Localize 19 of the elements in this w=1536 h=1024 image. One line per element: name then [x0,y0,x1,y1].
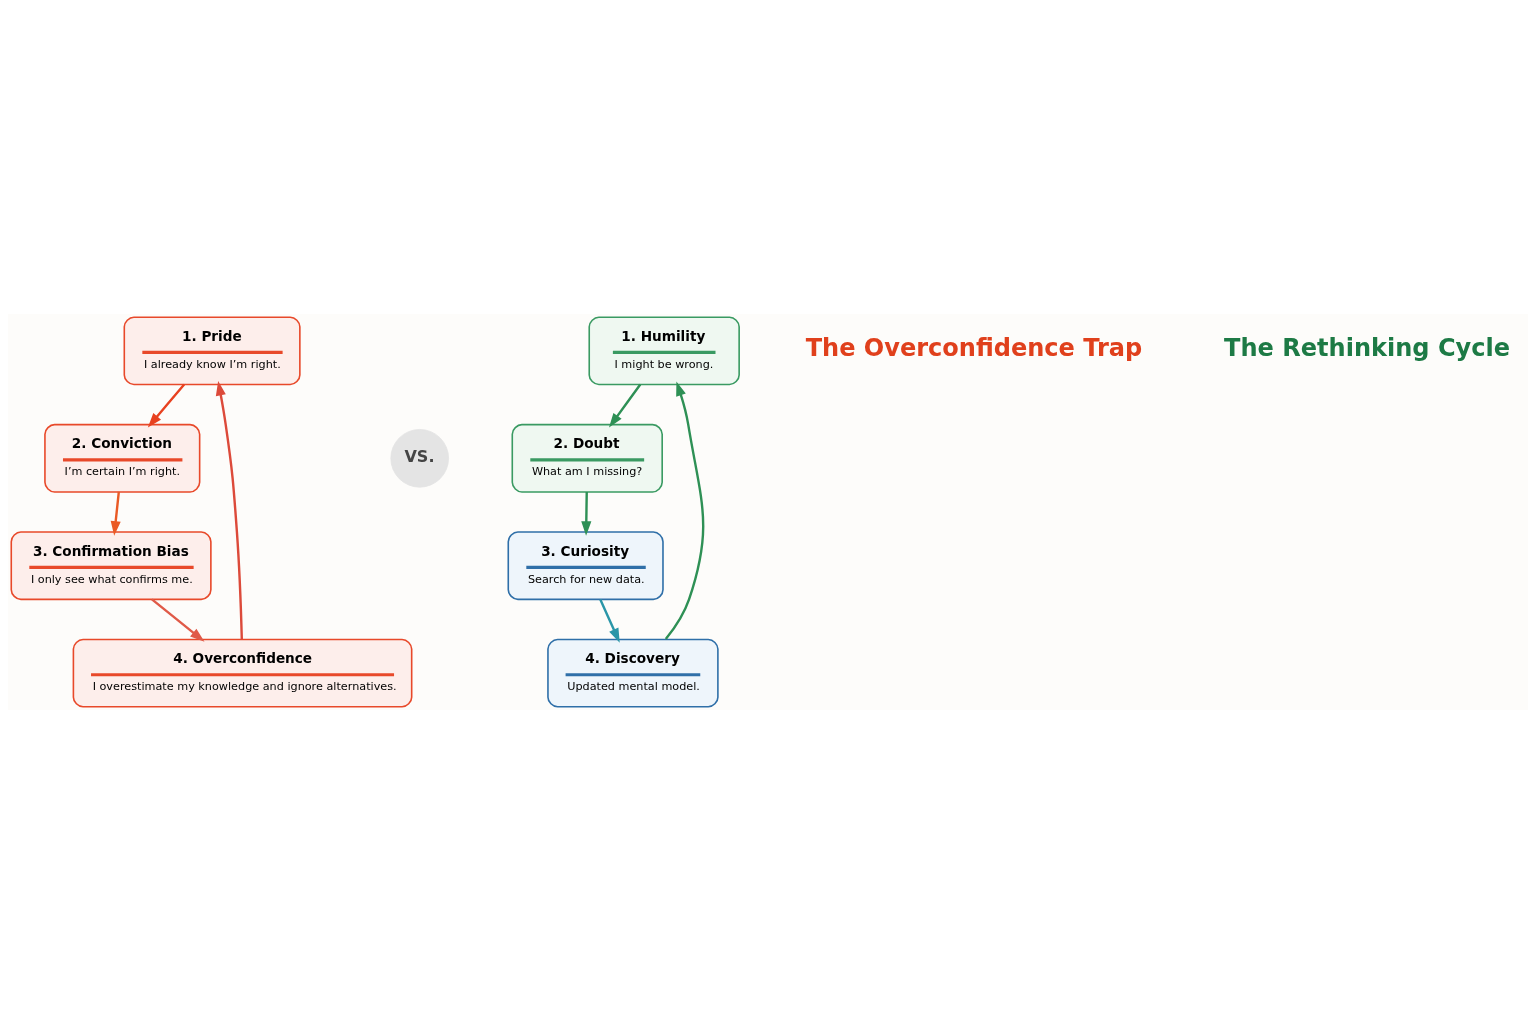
node-box: 1. Humility I might be wrong. [588,316,740,386]
arrow [110,491,121,536]
node-box: 3. Confirmation Bias I only see what confirms me. [10,531,212,601]
node-box: 4. Discovery Updated mental model. [547,638,719,708]
arrow [609,383,642,428]
arrow [599,598,620,643]
arrow [147,383,186,428]
node-box: 4. Overconfidence I overestimate my knowledge and ignore alternatives. [72,638,413,708]
node-box: 2. Doubt What am I missing? [511,423,663,493]
label: The Overconfidence Trap [805,334,1143,363]
arrow [151,598,205,642]
node-box: 3. Curiosity Search for new data. [507,531,664,601]
label: The Rethinking Cycle [1224,334,1511,363]
arrow [581,491,592,536]
arrow [215,381,243,640]
node-circle: VS. [390,429,449,488]
arrow [664,381,705,640]
node-box: 2. Conviction I’m certain I’m right. [44,423,201,493]
node-box: 1. Pride I already know I’m right. [123,316,301,386]
